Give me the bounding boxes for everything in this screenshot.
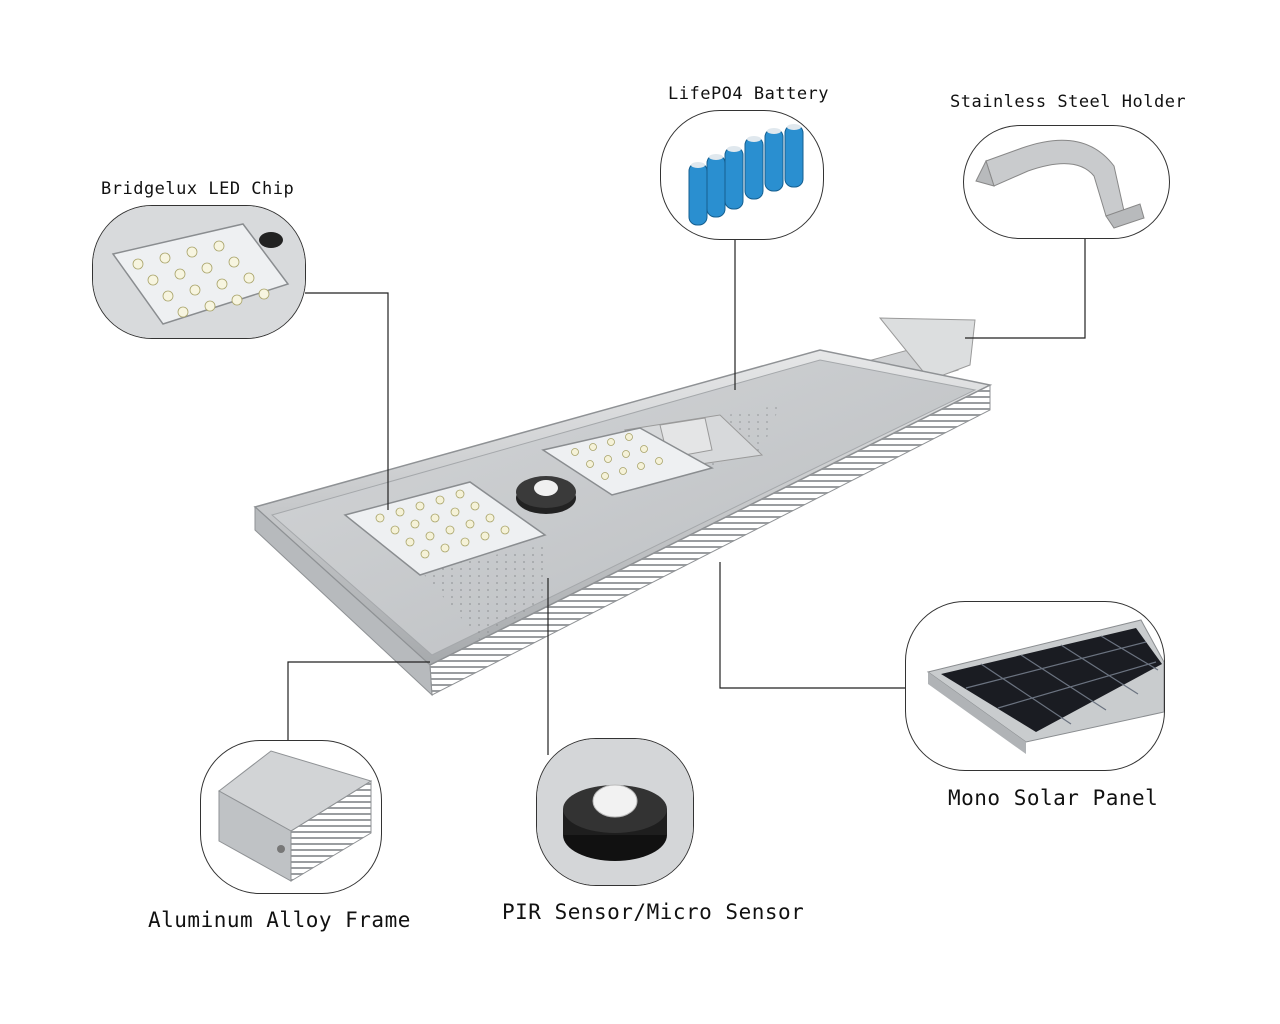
led-module-left — [343, 481, 547, 576]
battery-callout — [660, 110, 824, 240]
solar-panel-icon — [926, 619, 1164, 754]
leader-lines — [287, 237, 1086, 755]
solar-panel-callout — [905, 601, 1165, 771]
battery-label: LifePO4 Battery — [668, 84, 830, 104]
led-chip-icon — [93, 206, 305, 338]
sensor-label: PIR Sensor/Micro Sensor — [502, 900, 805, 924]
pir-sensor — [516, 476, 576, 514]
holder-label: Stainless Steel Holder — [950, 92, 1187, 112]
sensor-callout — [536, 738, 694, 886]
solar-panel-label: Mono Solar Panel — [948, 786, 1159, 810]
frame-callout — [200, 740, 382, 894]
battery-icon — [688, 124, 804, 226]
led-chip-callout — [92, 205, 306, 339]
led-module-right — [541, 427, 714, 496]
holder-callout — [963, 125, 1170, 239]
sensor-icon — [537, 739, 693, 885]
holder-icon — [975, 139, 1145, 229]
led-chip-label: Bridgelux LED Chip — [101, 179, 295, 199]
frame-label: Aluminum Alloy Frame — [148, 908, 411, 932]
frame-icon — [218, 750, 373, 882]
